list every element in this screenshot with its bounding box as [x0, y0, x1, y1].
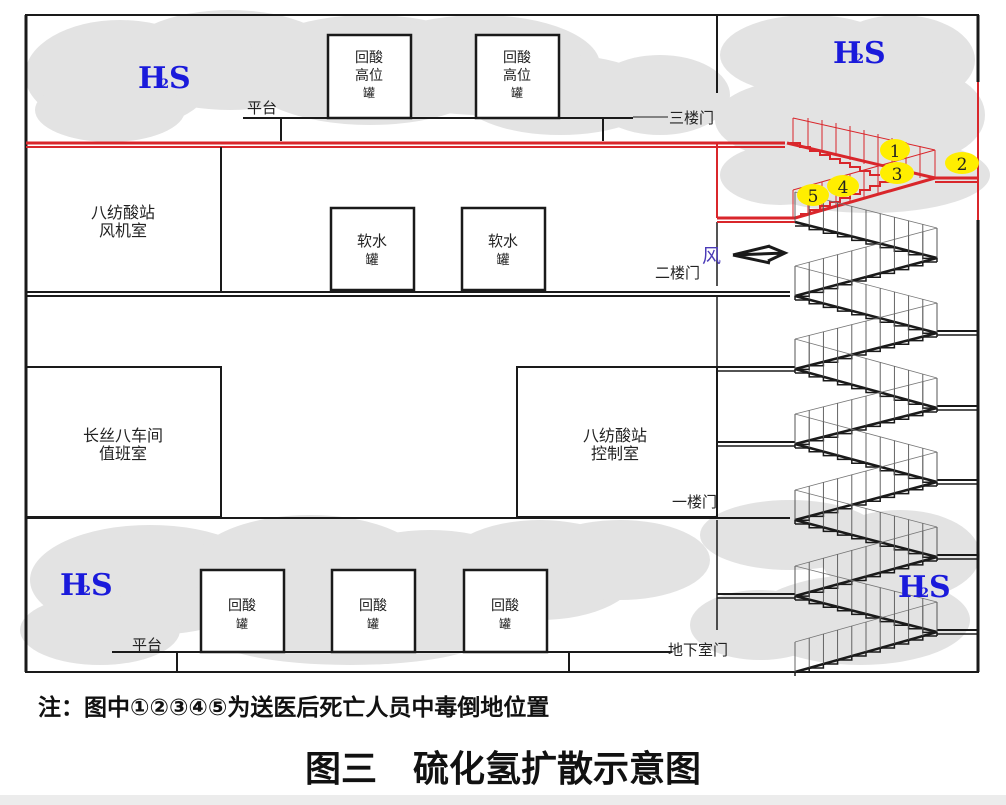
- h2s-sub: 2: [82, 584, 91, 599]
- room-fan-room-label-1: 八纺酸站: [91, 203, 155, 222]
- page-bottom-strip: [0, 795, 1006, 805]
- room-control-room-label-1: 八纺酸站: [583, 426, 647, 445]
- tank-high-1: 回酸 高位 罐: [326, 33, 413, 120]
- stair-steps: [794, 336, 937, 373]
- h2s-label-top-right: H 2 S: [833, 36, 886, 71]
- tank-return-1: 回酸 罐: [199, 568, 286, 654]
- door-basement-label: 地下室门: [668, 641, 728, 659]
- tank-return-2: 回酸 罐: [330, 568, 417, 654]
- tank-return-3: 回酸 罐: [462, 568, 549, 654]
- figure-number: 图三: [304, 749, 377, 790]
- victim-marker-4: 4: [827, 175, 859, 198]
- tank-soft-water-2: 软水 罐: [460, 206, 547, 292]
- victim-marker-2: 2: [945, 152, 979, 175]
- h2s-h: H: [138, 61, 166, 96]
- room-duty-room-label-2: 值班室: [99, 444, 147, 463]
- victim-marker-3: 3: [880, 162, 914, 185]
- room-fan-room: 八纺酸站 风机室: [91, 203, 155, 240]
- wind-indicator: 风: [702, 244, 789, 267]
- room-fan-room-label-2: 风机室: [99, 221, 147, 240]
- stair-steps: [794, 485, 937, 524]
- h2s-label-top-left: H 2 S: [138, 61, 191, 96]
- victim-number-3: 3: [892, 165, 903, 185]
- building-walls: [24, 14, 980, 673]
- stair-steps: [795, 447, 938, 486]
- tank-high-1-label-2: 高位: [355, 67, 383, 84]
- door-1f-label: 一楼门: [672, 493, 717, 511]
- tank-return-2-label-1: 回酸: [359, 598, 387, 614]
- tank-high-2-label-1: 回酸: [503, 50, 531, 66]
- staircase: [794, 191, 938, 676]
- stair-steps: [795, 523, 938, 561]
- h2s-label-bottom-right: H 2 S: [898, 570, 951, 605]
- tank-high-1-label-3: 罐: [363, 86, 375, 100]
- wind-label: 风: [702, 245, 721, 267]
- platform-label-bottom: 平台: [132, 636, 162, 654]
- stair-steps: [794, 560, 937, 600]
- figure-title: 硫化氢扩散示意图: [413, 749, 702, 790]
- room-control-room-label-2: 控制室: [591, 444, 639, 463]
- stair-steps: [795, 225, 938, 262]
- stair-steps: [795, 599, 938, 636]
- gas-cloud-top-right: [715, 15, 990, 213]
- h2s-sub: 2: [160, 77, 169, 92]
- room-control-room: 八纺酸站 控制室: [583, 426, 647, 463]
- h2s-s: S: [929, 570, 951, 605]
- tank-soft-water-1-label-1: 软水: [357, 232, 387, 250]
- wind-arrow-icon: [732, 244, 789, 265]
- h2s-s: S: [91, 568, 113, 603]
- h2s-sub: 2: [855, 52, 864, 67]
- tank-soft-water-1: 软水 罐: [329, 206, 416, 292]
- tank-high-1-label-1: 回酸: [355, 50, 383, 66]
- victim-marker-1: 1: [880, 139, 910, 162]
- tank-return-1-label-2: 罐: [236, 617, 248, 631]
- stair-steps: [795, 372, 938, 412]
- h2s-sub: 2: [920, 586, 929, 601]
- room-duty-room: 长丝八车间 值班室: [83, 426, 163, 463]
- door-3f-label: 三楼门: [669, 109, 714, 127]
- victim-marker-5: 5: [797, 184, 829, 207]
- tank-return-1-label-1: 回酸: [228, 598, 256, 614]
- victim-number-5: 5: [808, 187, 819, 207]
- diagram-note: 注：图中①②③④⑤为送医后死亡人员中毒倒地位置: [38, 695, 550, 721]
- tank-return-3-label-1: 回酸: [491, 598, 519, 614]
- h2s-s: S: [864, 36, 886, 71]
- h2s-s: S: [169, 61, 191, 96]
- tank-soft-water-2-label-1: 软水: [488, 232, 518, 250]
- victim-number-2: 2: [957, 155, 968, 175]
- figure-caption: 图三硫化氢扩散示意图: [0, 740, 1006, 792]
- tank-high-2: 回酸 高位 罐: [474, 33, 561, 120]
- h2s-label-bottom-left: H 2 S: [60, 568, 113, 603]
- tank-return-3-label-2: 罐: [499, 617, 511, 631]
- tank-soft-water-2-label-2: 罐: [496, 253, 509, 268]
- h2s-diffusion-diagram: 回酸 高位 罐 回酸 高位 罐 软水 罐 软水 罐 回酸 罐 回酸 罐 回酸 罐…: [20, 10, 990, 676]
- room-duty-room-label-1: 长丝八车间: [83, 426, 163, 445]
- stair-steps: [795, 299, 938, 337]
- platform-label-top: 平台: [247, 99, 277, 117]
- stair-steps: [794, 411, 937, 448]
- door-2f-label: 二楼门: [655, 264, 700, 282]
- tank-high-2-label-3: 罐: [511, 86, 523, 100]
- victim-number-4: 4: [838, 178, 849, 198]
- tank-return-2-label-2: 罐: [367, 617, 379, 631]
- tank-soft-water-1-label-2: 罐: [365, 253, 378, 268]
- stair-steps: [794, 635, 937, 676]
- stair-steps: [794, 261, 937, 300]
- tank-high-2-label-2: 高位: [503, 67, 531, 84]
- h2s-h: H: [60, 568, 88, 603]
- victim-number-1: 1: [890, 142, 901, 162]
- h2s-h: H: [898, 570, 926, 605]
- h2s-h: H: [833, 36, 861, 71]
